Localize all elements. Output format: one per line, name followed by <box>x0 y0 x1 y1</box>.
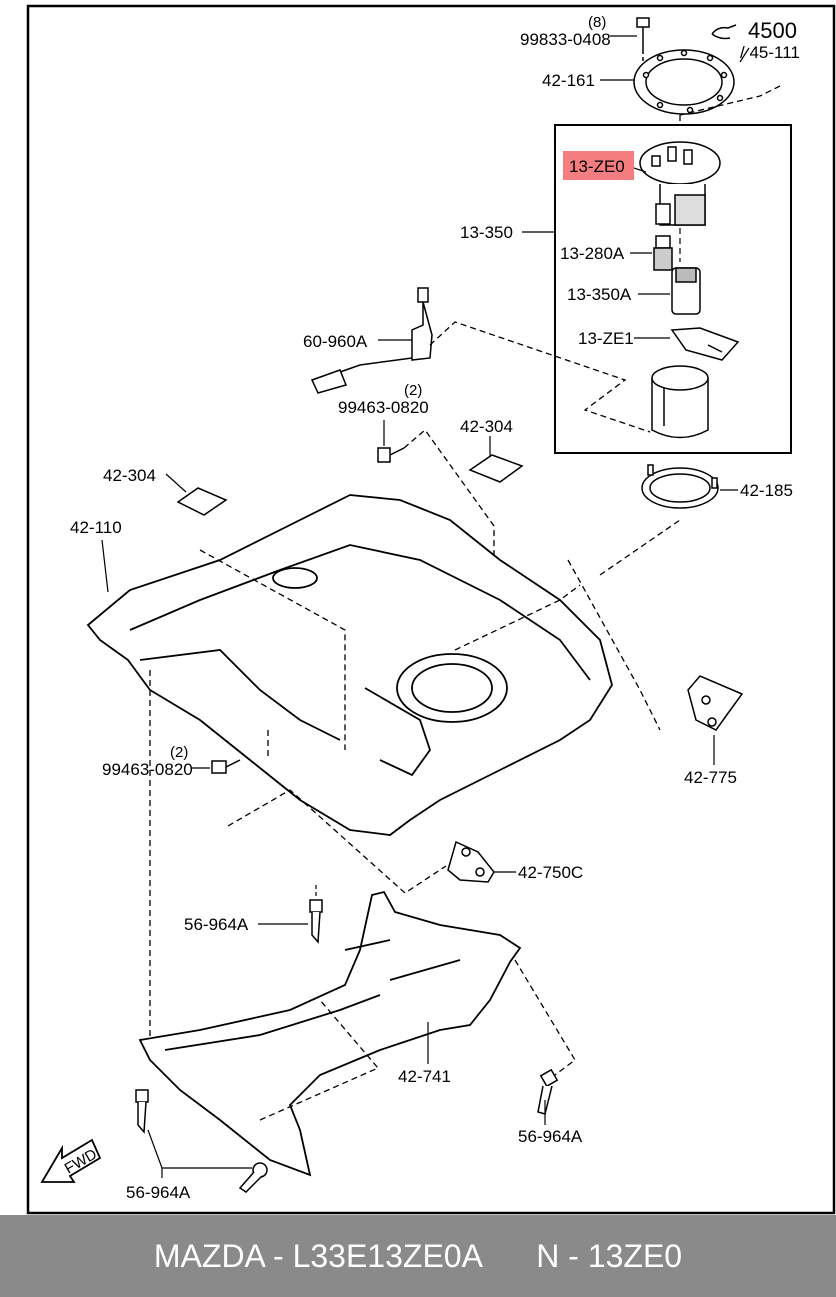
footer-bar: MAZDA - L33E13ZE0A N - 13ZE0 <box>0 1215 836 1297</box>
label-pump-top: 13-ZE0 <box>569 157 625 176</box>
fuel-level-sender <box>310 287 433 394</box>
label-bolt-qty: (8) <box>588 14 606 31</box>
bolt-icon <box>636 17 650 62</box>
fuel-tank-parts-diagram: (8) 99833-0408 4500 / 45-111 42-161 13-3… <box>26 4 836 1215</box>
fuel-filter <box>670 327 740 361</box>
label-bracket-center: 42-750C <box>518 863 583 882</box>
fuel-pump-top <box>639 141 721 226</box>
footer-spacer <box>483 1238 536 1275</box>
pump-assembly-box <box>554 124 792 454</box>
reference-arrow-icon <box>711 24 737 40</box>
pump-reservoir <box>651 365 709 439</box>
insulator-pad-right <box>468 454 524 483</box>
label-nut-qty-1: (2) <box>404 382 422 399</box>
clip-icon <box>309 899 323 944</box>
label-clip-top: 56-964A <box>184 915 249 934</box>
clip-icon <box>135 1089 149 1134</box>
label-ref-num: 4500 <box>748 18 797 43</box>
highlight-box <box>563 151 634 180</box>
retaining-ring-lower <box>641 464 719 509</box>
fwd-arrow-icon <box>40 1138 102 1183</box>
footer-ref-code: N - 13ZE0 <box>536 1237 683 1274</box>
retaining-ring-top <box>633 49 735 115</box>
label-tank: 42-110 <box>70 518 122 537</box>
label-ref-sub: / 45-111 <box>740 43 800 62</box>
diagram-frame <box>26 4 836 1215</box>
bracket-center <box>447 840 495 883</box>
label-pump-set: 13-350 <box>460 223 513 242</box>
label-clip-right: 56-964A <box>518 1127 583 1146</box>
fuel-tank <box>86 494 613 836</box>
label-nut-part-1: 99463-0820 <box>338 398 429 417</box>
label-pump-motor: 13-350A <box>567 285 632 304</box>
label-sender: 60-960A <box>303 332 368 351</box>
nut-icon <box>377 447 405 463</box>
fuel-pump-motor <box>671 267 701 315</box>
clip-icon <box>238 1162 268 1193</box>
label-guard: 42-741 <box>398 1067 451 1086</box>
tank-guard <box>138 890 522 1177</box>
label-pad-right: 42-304 <box>460 417 513 436</box>
label-regulator: 13-280A <box>560 244 625 263</box>
pressure-regulator <box>653 235 673 271</box>
clip-icon <box>537 1068 559 1115</box>
bracket-right <box>687 675 744 731</box>
label-clip-bottom: 56-964A <box>126 1183 191 1202</box>
label-ring-top: 42-161 <box>542 71 595 90</box>
footer-part-number: MAZDA - L33E13ZE0A <box>153 1237 483 1274</box>
label-pad-left: 42-304 <box>103 466 156 485</box>
label-bracket-right: 42-775 <box>684 768 737 787</box>
label-nut-qty-2: (2) <box>170 744 188 761</box>
label-filter: 13-ZE1 <box>578 329 634 348</box>
label-bolt-part: 99833-0408 <box>520 30 611 49</box>
label-ring-lower: 42-185 <box>740 481 793 500</box>
insulator-pad-left <box>176 487 228 516</box>
nut-icon <box>211 759 241 774</box>
label-nut-part-2: 99463-0820 <box>102 760 193 779</box>
